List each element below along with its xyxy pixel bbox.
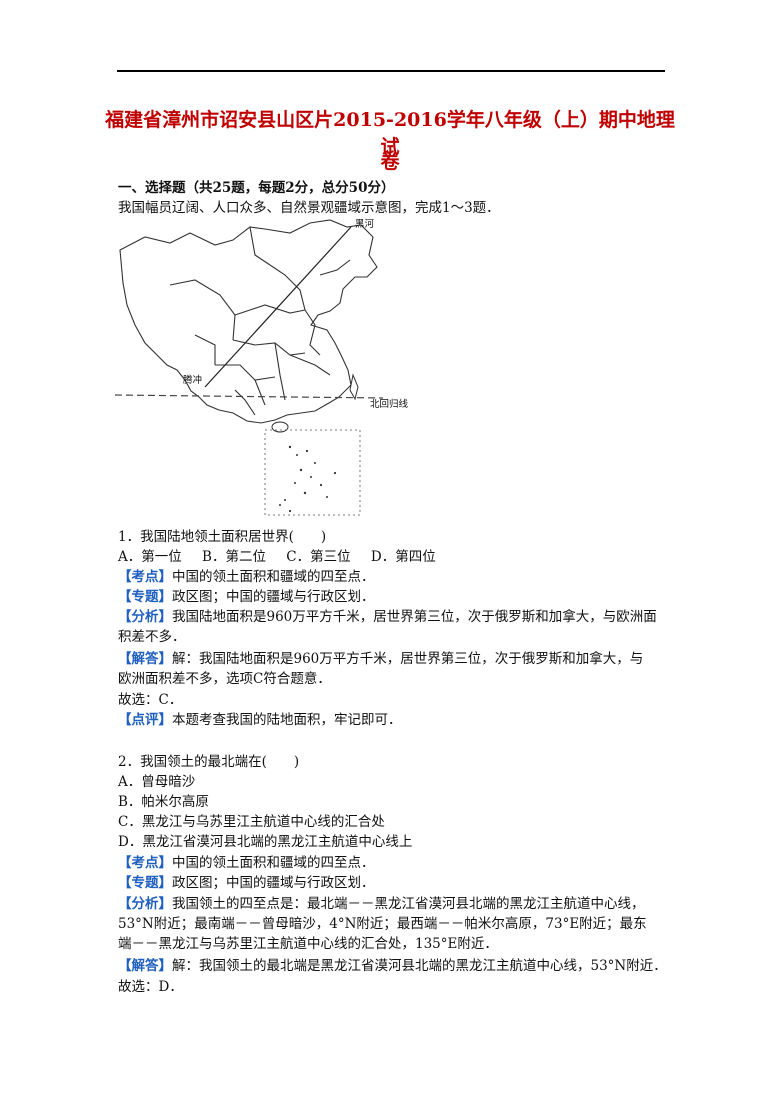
q2-answer: 故选：D． [118,979,183,995]
q2-jieda: 【解答】解：我国领土的最北端是黑龙江省漠河县北端的黑龙江主航道中心线，53°N附… [118,956,667,976]
section-heading: 一、选择题（共25题，每题2分，总分50分） [118,180,395,196]
q1-answer: 故选：C． [118,692,183,708]
q1-fenxi-tag: 【分析】 [118,609,172,625]
south-sea-islands [279,445,337,513]
document-title-line2: 卷 [380,151,400,173]
q1-jieda: 【解答】解：我国陆地面积是960万平方千米，居世界第三位，次于俄罗斯和加拿大，与 [118,649,643,669]
q2-option-b: B．帕米尔高原 [118,794,209,810]
q2-option-a: A．曾母暗沙 [118,774,196,790]
china-outline [119,219,378,424]
q2-zhuanti-text: 政区图；中国的疆域与行政区划． [172,875,375,891]
q2-zhuanti-tag: 【专题】 [118,875,172,891]
q1-stem: 1．我国陆地领土面积居世界( ) [118,529,327,545]
heihe-tengchong-line [204,226,352,388]
q2-kaodian-tag: 【考点】 [118,855,172,871]
taiwan-island [349,373,359,401]
q2-zhuanti: 【专题】政区图；中国的疆域与行政区划． [118,873,375,893]
q1-zhuanti: 【专题】政区图；中国的疆域与行政区划． [118,587,375,607]
question-intro: 我国幅员辽阔、人口众多、自然景观疆域示意图，完成1～3题． [118,200,500,216]
q2-kaodian-text: 中国的领土面积和疆域的四至点． [172,855,375,871]
q2-jieda-text-1: 解：我国领土的最北端是黑龙江省漠河县北端的黑龙江主航道中心线，53°N附近． [172,958,667,974]
heihe-label: 黑河 [355,218,375,230]
q1-kaodian: 【考点】中国的领土面积和疆域的四至点． [118,567,375,587]
q1-fenxi: 【分析】我国陆地面积是960万平方千米，居世界第三位，次于俄罗斯和加拿大，与欧洲… [118,607,657,627]
south-sea-inset [264,429,361,516]
q2-kaodian: 【考点】中国的领土面积和疆域的四至点． [118,853,375,873]
q1-dianping: 【点评】本题考查我国的陆地面积，牢记即可． [118,710,402,730]
tropic-label: 北回归线 [370,398,409,410]
q2-fenxi-tag: 【分析】 [118,896,172,912]
q2-jieda-tag: 【解答】 [118,958,172,974]
tropic-of-cancer-line [115,394,384,399]
q2-option-c: C．黑龙江与乌苏里江主航道中心线的汇合处 [118,814,385,830]
q1-fenxi-text-2: 积差不多． [118,629,186,645]
q2-fenxi-text-1: 我国领土的四至点是：最北端－－黑龙江省漠河县北端的黑龙江主航道中心线， [172,896,645,912]
q1-options: A．第一位 B．第二位 C．第三位 D．第四位 [118,547,452,567]
q2-fenxi: 【分析】我国领土的四至点是：最北端－－黑龙江省漠河县北端的黑龙江主航道中心线， [118,894,645,914]
q1-jieda-text-1: 解：我国陆地面积是960万平方千米，居世界第三位，次于俄罗斯和加拿大，与 [172,651,644,667]
q1-fenxi-text-1: 我国陆地面积是960万平方千米，居世界第三位，次于俄罗斯和加拿大，与欧洲面 [172,609,657,625]
top-rule [117,70,665,72]
document-title-line1: 福建省漳州市诏安县山区片2015-2016学年八年级（上）期中地理试 [105,109,675,158]
hainan-island [271,421,289,433]
q1-zhuanti-text: 政区图；中国的疆域与行政区划． [172,589,375,605]
q2-stem: 2．我国领土的最北端在( ) [118,754,300,770]
q1-option-a: A．第一位 [118,549,182,565]
q1-zhuanti-tag: 【专题】 [118,589,172,605]
q1-kaodian-tag: 【考点】 [118,569,172,585]
q1-dianping-text: 本题考查我国的陆地面积，牢记即可． [172,712,402,728]
q1-option-c: C．第三位 [286,549,351,565]
china-map-figure: 黑河 腾冲 北回归线 [115,218,409,516]
tengchong-label: 腾冲 [183,374,202,386]
q1-kaodian-text: 中国的领土面积和疆域的四至点． [172,569,375,585]
q1-option-d: D．第四位 [370,549,436,565]
q2-fenxi-text-3: 端－－黑龙江与乌苏里江主航道中心线的汇合处，135°E附近． [118,936,498,952]
q1-option-b: B．第二位 [202,549,266,565]
q2-option-d: D．黑龙江省漠河县北端的黑龙江主航道中心线上 [118,834,413,850]
q1-jieda-tag: 【解答】 [118,651,172,667]
q1-jieda-text-2: 欧洲面积差不多，选项C符合题意． [118,671,331,687]
q2-fenxi-text-2: 53°N附近；最南端－－曾母暗沙，4°N附近；最西端－－帕米尔高原，73°E附近… [118,916,647,932]
q1-dianping-tag: 【点评】 [118,712,172,728]
